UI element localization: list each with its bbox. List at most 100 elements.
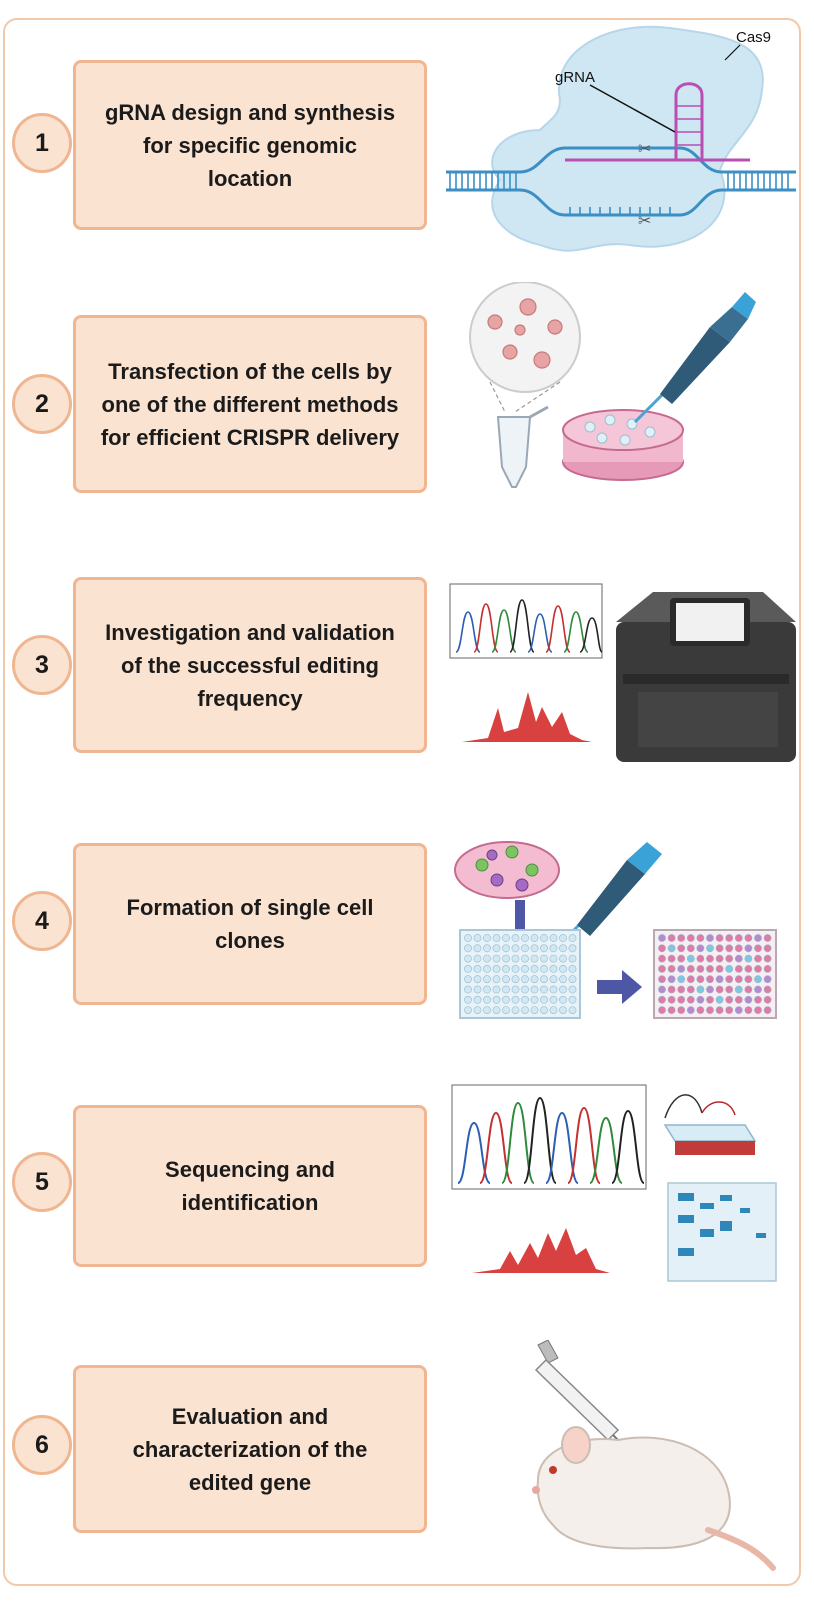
well <box>511 995 520 1004</box>
well <box>483 944 491 953</box>
well <box>686 964 695 973</box>
well <box>667 944 676 953</box>
well <box>492 944 501 953</box>
well <box>658 964 666 973</box>
pipette-icon <box>633 292 756 424</box>
well <box>464 934 472 942</box>
well <box>696 1006 705 1014</box>
transfection-illustration <box>469 282 756 488</box>
well <box>492 954 501 963</box>
well <box>667 954 676 963</box>
well <box>667 975 676 984</box>
well <box>540 1006 548 1014</box>
well <box>568 1006 577 1014</box>
well <box>744 1006 753 1014</box>
well <box>744 995 753 1004</box>
well <box>511 954 520 963</box>
well <box>483 934 491 942</box>
step-5-number: 5 <box>12 1152 72 1212</box>
well <box>521 934 529 942</box>
well <box>734 1006 743 1014</box>
well <box>464 1006 472 1014</box>
well <box>754 954 762 963</box>
step-3-number: 3 <box>12 635 72 695</box>
well <box>677 964 686 973</box>
well <box>754 985 762 994</box>
well <box>540 934 548 942</box>
figure-frame <box>3 18 801 1586</box>
well <box>568 975 577 984</box>
well <box>540 964 548 973</box>
well <box>549 995 558 1004</box>
well <box>559 954 567 963</box>
well <box>658 985 666 994</box>
well <box>492 1006 501 1014</box>
well <box>754 995 762 1004</box>
well <box>734 995 743 1004</box>
sequencing-machine-icon <box>616 592 796 762</box>
well <box>521 975 529 984</box>
dna-strands <box>446 146 796 217</box>
well <box>502 995 510 1004</box>
well <box>744 985 753 994</box>
single-cell-cloning-illustration <box>454 841 777 1019</box>
step-4-box: Formation of single cell clones <box>73 843 427 1005</box>
well <box>725 975 734 984</box>
step-5-box: Sequencing and identification <box>73 1105 427 1267</box>
well <box>511 985 520 994</box>
well <box>686 944 695 953</box>
well <box>696 964 705 973</box>
chromatogram-trace <box>455 599 603 653</box>
well <box>677 934 686 942</box>
gel-electrophoresis-chamber-icon <box>663 1094 757 1155</box>
well-plate-empty <box>459 929 581 1019</box>
well <box>473 995 482 1004</box>
well <box>696 954 705 963</box>
well <box>530 985 539 994</box>
gel-band <box>678 1215 694 1223</box>
well <box>568 944 577 953</box>
well <box>725 1006 734 1014</box>
well <box>530 964 539 973</box>
well <box>725 954 734 963</box>
well <box>549 934 558 942</box>
well <box>744 954 753 963</box>
well <box>521 954 529 963</box>
well <box>725 995 734 1004</box>
well <box>473 954 482 963</box>
well <box>540 975 548 984</box>
well <box>530 944 539 953</box>
well <box>706 944 714 953</box>
virus-magnifier <box>469 282 581 393</box>
well <box>511 964 520 973</box>
well <box>464 944 472 953</box>
well <box>715 944 724 953</box>
well <box>568 995 577 1004</box>
well <box>667 995 676 1004</box>
grna-label: gRNA <box>555 69 595 86</box>
well <box>696 995 705 1004</box>
well <box>667 1006 676 1014</box>
mouse-icon <box>532 1426 776 1571</box>
well <box>715 1006 724 1014</box>
well <box>530 995 539 1004</box>
well <box>568 964 577 973</box>
well <box>549 954 558 963</box>
well <box>696 934 705 942</box>
sequencing-identification-illustration <box>451 1084 777 1282</box>
well <box>744 964 753 973</box>
well <box>677 944 686 953</box>
well <box>658 934 666 942</box>
well <box>658 1006 666 1014</box>
well <box>763 985 772 994</box>
well <box>568 954 577 963</box>
gel-band <box>678 1193 694 1201</box>
well <box>559 995 567 1004</box>
well <box>473 964 482 973</box>
well <box>715 964 724 973</box>
step-3-box: Investigation and validation of the succ… <box>73 577 427 753</box>
well <box>511 944 520 953</box>
well <box>540 985 548 994</box>
petri-dish-icon <box>454 841 560 899</box>
well <box>725 964 734 973</box>
